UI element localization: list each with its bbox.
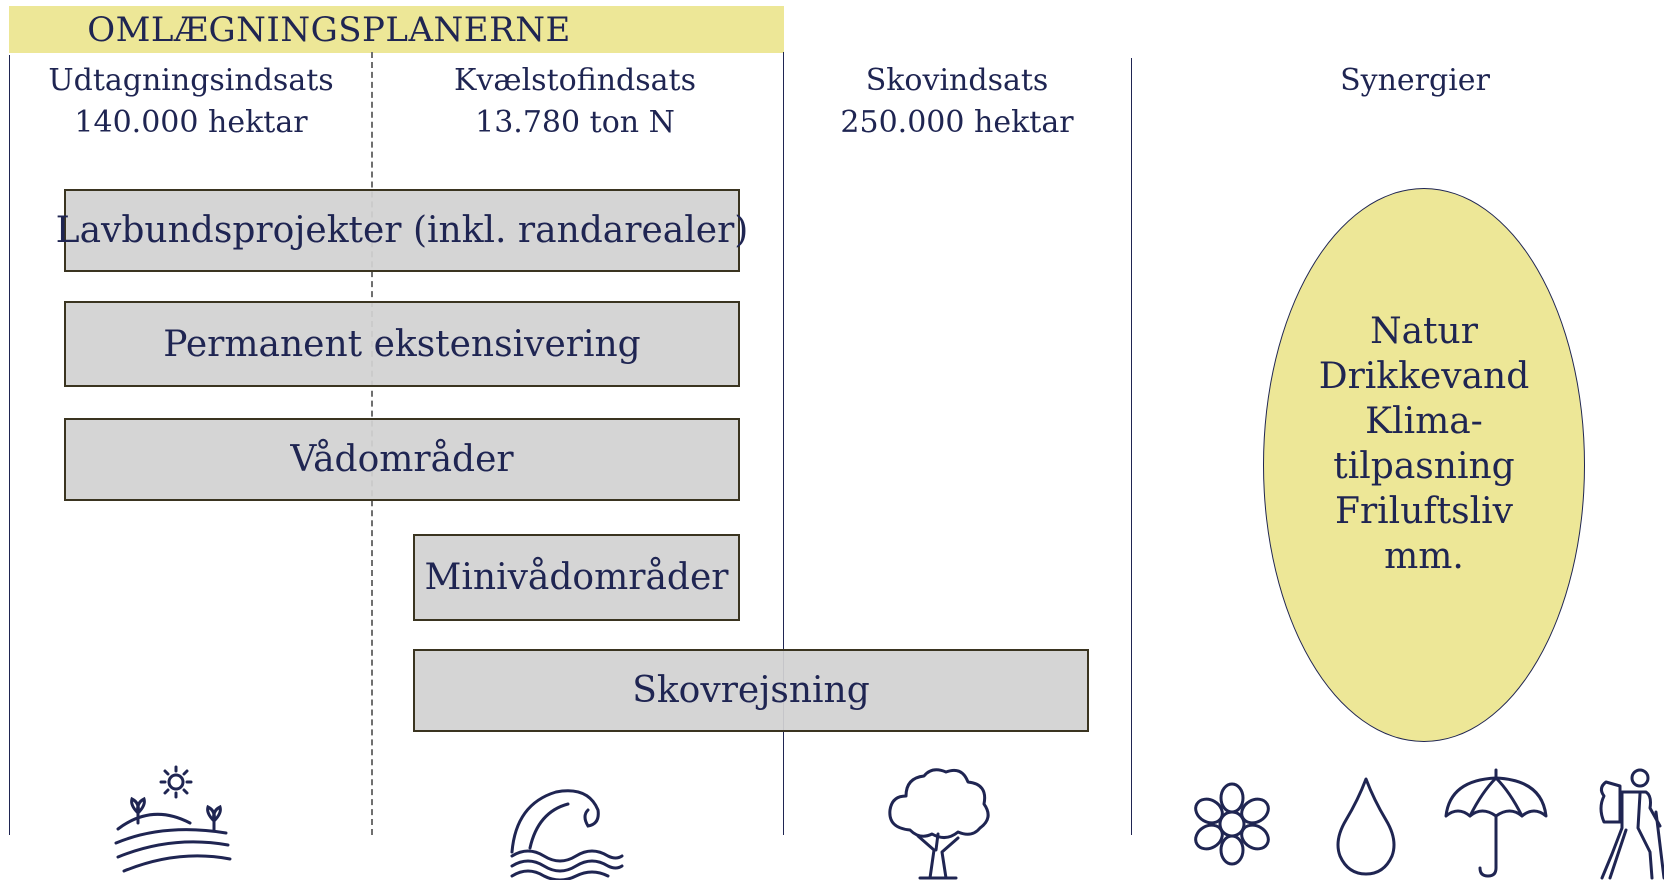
- column-subtitle: 13.780 ton N: [475, 105, 675, 140]
- synergy-item: Natur: [1370, 311, 1478, 352]
- column-header-kvaelstof: Kvælstofindsats 13.780 ton N: [400, 60, 750, 144]
- column-header-udtagning: Udtagningsindsats 140.000 hektar: [30, 60, 352, 144]
- tree-icon: [880, 766, 996, 880]
- synergy-item: Friluftsliv: [1334, 491, 1514, 532]
- flower-icon: [1190, 782, 1274, 866]
- measure-box-lavbund: Lavbundsprojekter (inkl. randarealer): [56, 189, 748, 272]
- column-subtitle: 140.000 hektar: [74, 105, 308, 140]
- kvaelstof-skov-divider: [783, 52, 784, 835]
- column-title: Kvælstofindsats: [454, 63, 696, 98]
- column-header-synergier: Synergier: [1240, 60, 1590, 102]
- umbrella-icon: [1442, 768, 1550, 878]
- measure-box-skovrejsning: Skovrejsning: [413, 649, 1089, 732]
- measure-box-ekstensivering: Permanent ekstensivering: [64, 301, 740, 387]
- synergy-item: tilpasning: [1333, 446, 1515, 487]
- column-header-skov: Skovindsats 250.000 hektar: [800, 60, 1114, 144]
- measure-box-vaadomraader: Vådområder: [64, 418, 740, 501]
- field-sun-icon: [112, 765, 234, 877]
- column-title: Synergier: [1340, 63, 1490, 98]
- water-drop-icon: [1330, 776, 1402, 876]
- skov-synergier-divider: [1131, 58, 1132, 835]
- left-border-line: [9, 55, 10, 835]
- column-subtitle: 250.000 hektar: [840, 105, 1074, 140]
- synergy-list: Natur Drikkevand Klima- tilpasning Frilu…: [1263, 309, 1585, 579]
- diagram-title: OMLÆGNINGSPLANERNE: [87, 10, 571, 50]
- synergy-item: mm.: [1384, 536, 1464, 577]
- column-title: Udtagningsindsats: [48, 63, 334, 98]
- synergy-ellipse: [1263, 188, 1585, 742]
- column-title: Skovindsats: [865, 63, 1049, 98]
- wave-icon: [508, 786, 626, 880]
- measure-box-minivaadomraader: Minivådområder: [413, 534, 740, 621]
- synergy-item: Drikkevand: [1318, 356, 1530, 397]
- header-band: [9, 6, 784, 53]
- hiker-icon: [1590, 768, 1664, 880]
- synergy-item: Klima-: [1365, 401, 1483, 442]
